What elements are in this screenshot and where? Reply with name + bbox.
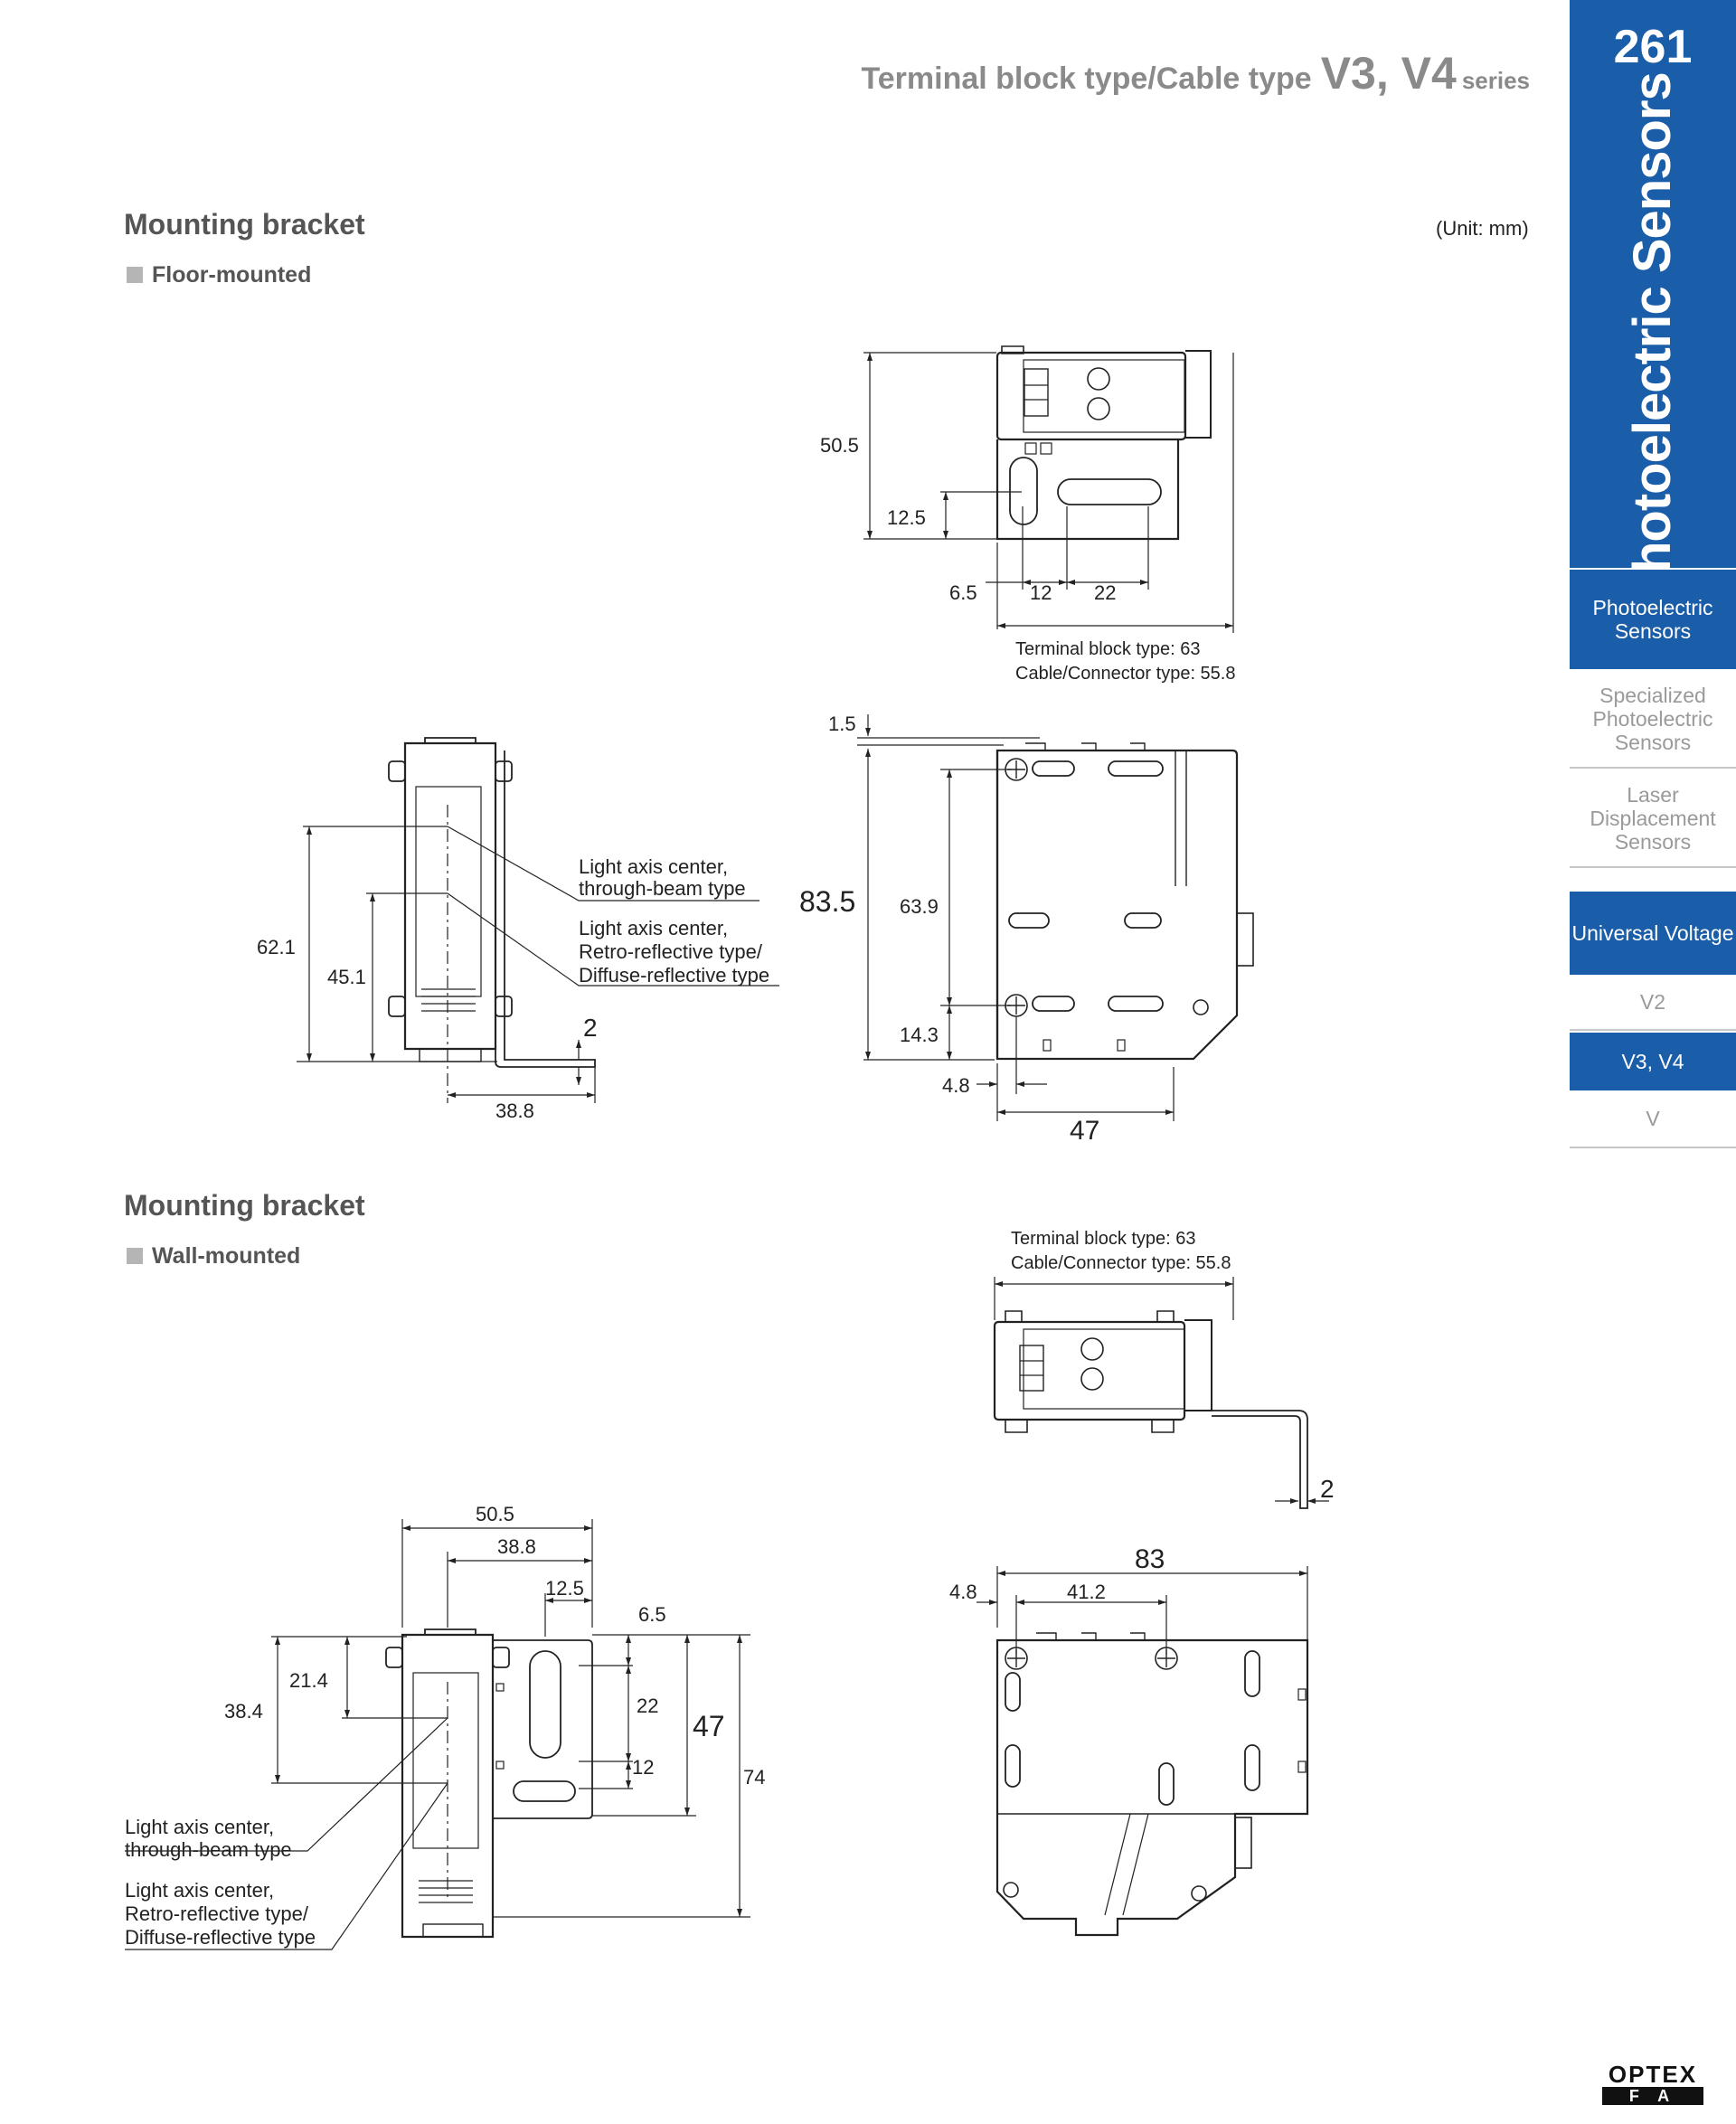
section-title-wall: Mounting bracket xyxy=(124,1189,365,1222)
dim-4-8: 4.8 xyxy=(942,1074,970,1097)
dim-terminal-block: Terminal block type: 63 xyxy=(1015,639,1201,659)
dim-6-5: 6.5 xyxy=(949,581,977,604)
dim-cable-connector-2: Cable/Connector type: 55.8 xyxy=(1011,1253,1231,1273)
dim-38-8-wall: 38.8 xyxy=(497,1535,536,1558)
dim-6-5-wall: 6.5 xyxy=(638,1603,666,1626)
dim-2: 2 xyxy=(583,1014,598,1042)
dim-4-8-wall: 4.8 xyxy=(949,1581,977,1603)
label-through-beam-1-wall: Light axis center, xyxy=(125,1816,274,1838)
floor-top-view-dims xyxy=(863,352,1234,633)
dim-12: 12 xyxy=(1030,581,1052,604)
sidebar-item-universal-voltage[interactable]: Universal Voltage xyxy=(1570,892,1736,975)
dimension-drawings: 50.5 12.5 6.5 12 22 Terminal block type:… xyxy=(125,345,1335,1950)
dim-83: 83 xyxy=(1135,1544,1165,1574)
dim-74: 74 xyxy=(743,1766,765,1789)
logo-top-text: OPTEX xyxy=(1608,2061,1698,2088)
dim-45-1: 45.1 xyxy=(327,966,366,988)
wall-side-view xyxy=(385,1628,593,1939)
label-retro-2: Retro-reflective type/ xyxy=(579,940,763,963)
wall-top-view xyxy=(993,1310,1308,1509)
header-title-text: Terminal block type/Cable type xyxy=(861,61,1312,96)
category-title: Photoelectric Sensors xyxy=(1623,72,1682,608)
label-retro-3: Diffuse-reflective type xyxy=(579,964,769,986)
dim-12-5-wall: 12.5 xyxy=(545,1577,584,1600)
dim-47-wall: 47 xyxy=(693,1710,725,1742)
dim-62-1: 62.1 xyxy=(257,936,296,958)
sidebar-item-v2[interactable]: V2 xyxy=(1570,975,1736,1031)
floor-side-view xyxy=(388,737,596,1068)
floor-front-view xyxy=(995,742,1254,1061)
subtitle-floor-text: Floor-mounted xyxy=(152,262,312,288)
sidebar-item-v3-v4[interactable]: V3, V4 xyxy=(1570,1033,1736,1090)
unit-note: (Unit: mm) xyxy=(1436,217,1529,240)
square-bullet-icon xyxy=(127,1248,143,1264)
dim-63-9: 63.9 xyxy=(900,895,939,918)
dim-50-5-wall: 50.5 xyxy=(476,1503,514,1525)
dim-1-5: 1.5 xyxy=(828,713,856,735)
dim-41-2: 41.2 xyxy=(1067,1581,1106,1603)
dim-38-8: 38.8 xyxy=(495,1100,534,1122)
label-through-beam-2-wall: through-beam type xyxy=(125,1838,292,1861)
dim-50-5: 50.5 xyxy=(820,434,859,457)
page-number: 261 xyxy=(1613,21,1693,73)
dim-22-wall: 22 xyxy=(637,1694,658,1717)
wall-side-view-dims xyxy=(125,1519,750,1950)
logo-bottom-text: F A xyxy=(1602,2087,1703,2105)
dim-12-wall: 12 xyxy=(632,1756,654,1779)
dim-47: 47 xyxy=(1070,1116,1099,1146)
label-through-beam-1: Light axis center, xyxy=(579,855,728,878)
dim-cable-connector: Cable/Connector type: 55.8 xyxy=(1015,664,1236,684)
subtitle-wall-text: Wall-mounted xyxy=(152,1243,301,1269)
wall-top-view-dims xyxy=(994,1277,1329,1504)
floor-side-view-dims xyxy=(297,805,779,1103)
floor-front-view-dims xyxy=(857,714,1175,1121)
sidebar-item-photoelectric-sensors[interactable]: Photoelectric Sensors xyxy=(1570,568,1736,669)
header-series-suffix: series xyxy=(1461,67,1530,94)
header-series-name: V3, V4 xyxy=(1320,48,1457,99)
label-through-beam-2: through-beam type xyxy=(579,877,746,900)
wall-front-view-dims xyxy=(976,1566,1308,1655)
floor-top-view xyxy=(995,345,1212,541)
subtitle-floor-mounted: Floor-mounted xyxy=(127,262,311,288)
page-number-box: 261 Photoelectric Sensors xyxy=(1570,0,1736,608)
sidebar-nav: 261 Photoelectric Sensors Photoelectric … xyxy=(1570,0,1736,1153)
dim-38-4: 38.4 xyxy=(224,1700,263,1723)
sidebar-item-laser-displacement-sensors[interactable]: Laser Displacement Sensors xyxy=(1570,770,1736,868)
dim-21-4: 21.4 xyxy=(289,1669,328,1692)
sidebar-item-v[interactable]: V xyxy=(1570,1090,1736,1148)
wall-front-view xyxy=(995,1632,1309,1937)
dim-83-5: 83.5 xyxy=(799,885,855,918)
subtitle-wall-mounted: Wall-mounted xyxy=(127,1243,300,1270)
label-retro-2-wall: Retro-reflective type/ xyxy=(125,1902,309,1925)
dim-14-3: 14.3 xyxy=(900,1024,939,1046)
optex-logo: OPTEX F A xyxy=(1602,2063,1703,2107)
dim-2-wall: 2 xyxy=(1320,1475,1335,1503)
section-title-floor: Mounting bracket xyxy=(124,208,365,241)
sidebar-item-specialized-photoelectric-sensors[interactable]: Specialized Photoelectric Sensors xyxy=(1570,671,1736,769)
dim-12-5: 12.5 xyxy=(887,506,926,529)
square-bullet-icon xyxy=(127,267,143,283)
dim-22: 22 xyxy=(1094,581,1116,604)
label-retro-3-wall: Diffuse-reflective type xyxy=(125,1926,316,1949)
dim-terminal-block-2: Terminal block type: 63 xyxy=(1011,1229,1196,1249)
label-retro-1-wall: Light axis center, xyxy=(125,1879,274,1902)
label-retro-1: Light axis center, xyxy=(579,917,728,939)
